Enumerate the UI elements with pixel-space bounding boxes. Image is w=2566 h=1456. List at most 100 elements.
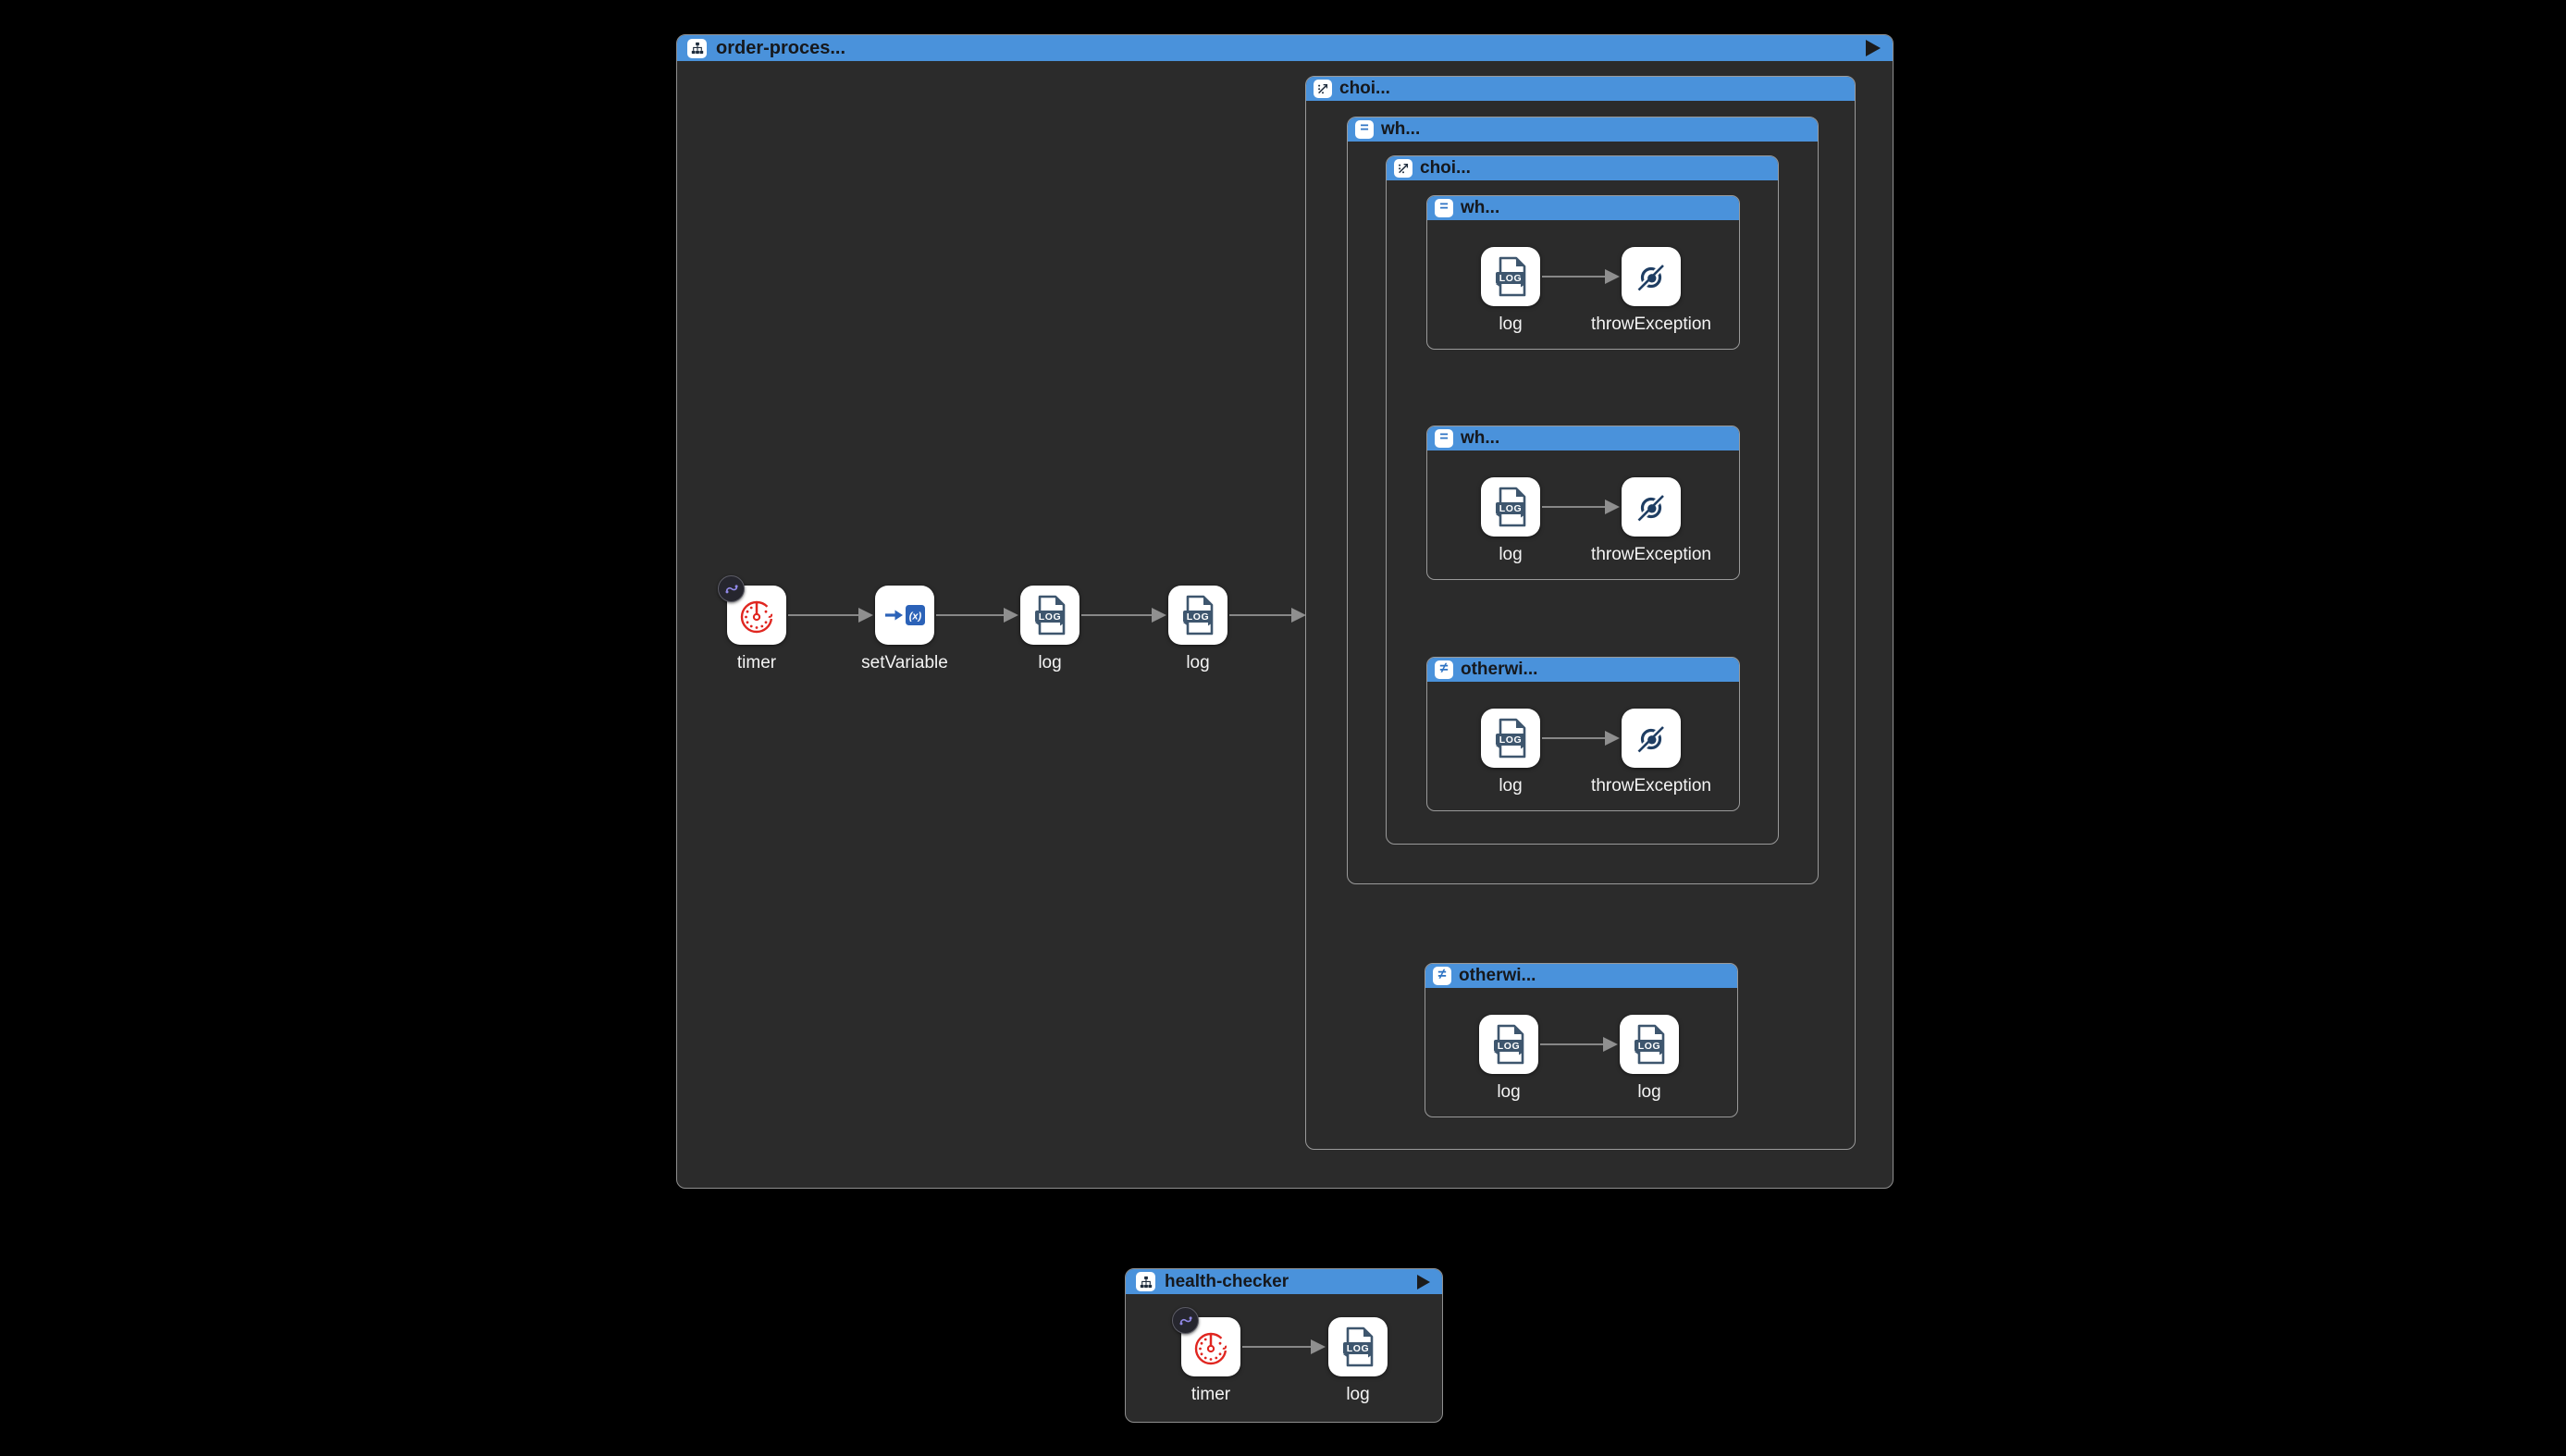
choice-container-outer[interactable]: choi... = wh... choi... — [1305, 76, 1856, 1150]
connector-arrow — [1542, 500, 1620, 514]
when-group-2[interactable]: = wh... log th — [1426, 426, 1740, 580]
route-path-icon — [1178, 1314, 1193, 1328]
when-container-outer[interactable]: = wh... choi... = — [1347, 117, 1819, 884]
connector-arrow — [1229, 608, 1306, 623]
step-timer[interactable]: timer — [1132, 1307, 1289, 1405]
otherwise-group-header[interactable]: ≠ otherwi... — [1427, 658, 1739, 682]
route-container-health[interactable]: health-checker timer log — [1125, 1268, 1443, 1423]
log-node[interactable] — [1481, 247, 1540, 306]
play-icon[interactable] — [1417, 1274, 1430, 1289]
setvariable-node[interactable] — [875, 586, 934, 645]
connector-arrow — [1542, 269, 1620, 284]
step-label: log — [1499, 545, 1523, 564]
log-node[interactable] — [1020, 586, 1079, 645]
route-header-health[interactable]: health-checker — [1126, 1269, 1442, 1294]
route-graph-icon — [687, 38, 707, 58]
step-log[interactable]: log — [1432, 709, 1589, 796]
step-label: log — [1186, 653, 1210, 672]
choice-icon — [1314, 80, 1332, 98]
route-title: order-proces... — [716, 37, 846, 58]
step-label: log — [1499, 315, 1523, 334]
log-icon — [1179, 595, 1216, 635]
step-log[interactable]: log — [971, 586, 1129, 673]
throwexception-icon — [1635, 490, 1668, 524]
step-timer[interactable]: timer — [678, 575, 835, 673]
connector-arrow — [1242, 1339, 1326, 1354]
when-title: wh... — [1461, 428, 1500, 448]
route-path-icon — [724, 582, 739, 597]
route-header-order[interactable]: order-proces... — [677, 35, 1893, 61]
step-log[interactable]: log — [1279, 1317, 1437, 1405]
step-label: timer — [736, 653, 777, 672]
step-log[interactable]: log — [1119, 586, 1277, 673]
timer-node[interactable] — [718, 575, 786, 645]
log-icon — [1031, 595, 1068, 635]
step-throwexception[interactable]: throwException — [1573, 477, 1730, 565]
step-label: log — [1637, 1082, 1661, 1102]
step-label: setVariable — [861, 653, 948, 672]
log-node[interactable] — [1328, 1317, 1388, 1376]
step-setvariable[interactable]: setVariable — [826, 586, 983, 673]
route-title: health-checker — [1165, 1271, 1289, 1291]
step-label: throwException — [1591, 545, 1711, 564]
equals-icon: = — [1355, 120, 1374, 139]
log-icon — [1490, 1024, 1527, 1065]
setvariable-icon — [883, 600, 926, 630]
route-badge[interactable] — [718, 575, 745, 602]
connector-arrow — [936, 608, 1018, 623]
timer-icon — [1190, 1326, 1231, 1367]
choice-header[interactable]: choi... — [1387, 156, 1778, 180]
play-icon[interactable] — [1866, 40, 1881, 56]
not-equals-icon: ≠ — [1435, 660, 1453, 679]
step-throwexception[interactable]: throwException — [1573, 709, 1730, 796]
log-icon — [1492, 487, 1529, 527]
otherwise-title: otherwi... — [1459, 966, 1536, 985]
route-badge[interactable] — [1172, 1307, 1199, 1334]
connector-arrow — [1081, 608, 1166, 623]
timer-node[interactable] — [1172, 1307, 1240, 1376]
throwexception-icon — [1635, 260, 1668, 293]
throwexception-node[interactable] — [1622, 477, 1681, 537]
log-icon — [1631, 1024, 1668, 1065]
when-title: wh... — [1381, 119, 1421, 139]
choice-icon — [1394, 159, 1413, 178]
log-icon — [1492, 718, 1529, 759]
when-group-header[interactable]: = wh... — [1427, 426, 1739, 450]
throwexception-icon — [1635, 722, 1668, 755]
equals-icon: = — [1435, 429, 1453, 448]
step-log[interactable]: log — [1432, 477, 1589, 565]
throwexception-node[interactable] — [1622, 709, 1681, 768]
when-header[interactable]: = wh... — [1348, 117, 1818, 142]
timer-icon — [736, 595, 777, 635]
route-container-order[interactable]: order-proces... timer setVariable log — [676, 34, 1894, 1189]
otherwise-group-inner[interactable]: ≠ otherwi... log — [1426, 657, 1740, 811]
log-icon — [1339, 1326, 1376, 1367]
log-node[interactable] — [1168, 586, 1227, 645]
step-log[interactable]: log — [1571, 1015, 1728, 1103]
connector-arrow — [1540, 1037, 1618, 1052]
when-title: wh... — [1461, 198, 1500, 217]
route-graph-icon — [1136, 1272, 1155, 1291]
otherwise-group-header[interactable]: ≠ otherwi... — [1425, 964, 1737, 988]
log-node[interactable] — [1620, 1015, 1679, 1074]
otherwise-group-outer[interactable]: ≠ otherwi... log log — [1425, 963, 1738, 1117]
log-node[interactable] — [1481, 477, 1540, 537]
log-node[interactable] — [1479, 1015, 1538, 1074]
equals-icon: = — [1435, 199, 1453, 217]
when-group-1[interactable]: = wh... log th — [1426, 195, 1740, 350]
log-icon — [1492, 256, 1529, 297]
not-equals-icon: ≠ — [1433, 967, 1451, 985]
step-label: throwException — [1591, 776, 1711, 796]
choice-container-inner[interactable]: choi... = wh... log — [1386, 155, 1779, 845]
choice-header[interactable]: choi... — [1306, 77, 1855, 101]
step-throwexception[interactable]: throwException — [1573, 247, 1730, 335]
when-group-header[interactable]: = wh... — [1427, 196, 1739, 220]
step-label: log — [1499, 776, 1523, 796]
step-log[interactable]: log — [1432, 247, 1589, 335]
log-node[interactable] — [1481, 709, 1540, 768]
step-log[interactable]: log — [1430, 1015, 1587, 1103]
throwexception-node[interactable] — [1622, 247, 1681, 306]
choice-title: choi... — [1339, 79, 1390, 98]
choice-title: choi... — [1420, 158, 1471, 178]
connector-arrow — [788, 608, 873, 623]
